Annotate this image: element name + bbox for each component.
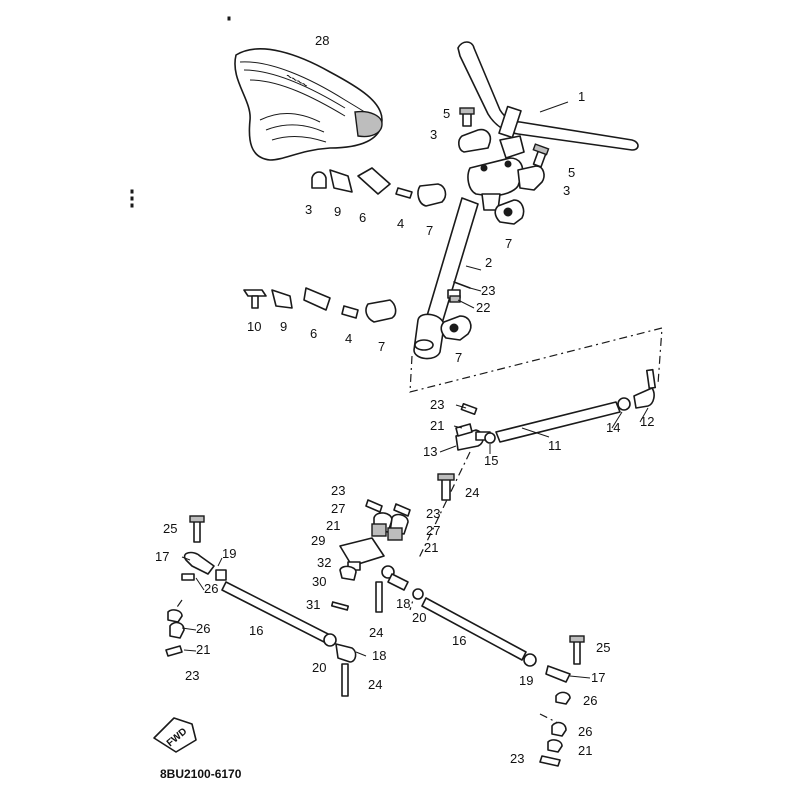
callout-26: 26	[204, 581, 218, 596]
callout-21: 21	[424, 540, 438, 555]
margin-marks	[130, 16, 231, 208]
fwd-arrow: FWD	[153, 717, 197, 753]
callout-24: 24	[369, 625, 383, 640]
callout-16: 16	[249, 623, 263, 638]
callout-18: 18	[372, 648, 386, 663]
callout-10: 10	[247, 319, 261, 334]
callout-17: 17	[155, 549, 169, 564]
callout-21: 21	[326, 518, 340, 533]
callout-23: 23	[331, 483, 345, 498]
callout-14: 14	[606, 420, 620, 435]
callout-31: 31	[306, 597, 320, 612]
column-nut-and-pin	[447, 281, 471, 303]
handlebar-pad: ~~~~	[234, 48, 383, 161]
callout-23: 23	[481, 283, 495, 298]
callout-5: 5	[568, 165, 575, 180]
column-bracket	[467, 157, 524, 211]
callout-23: 23	[426, 506, 440, 521]
callout-9: 9	[280, 319, 287, 334]
callout-26: 26	[583, 693, 597, 708]
callout-23: 23	[185, 668, 199, 683]
callout-25: 25	[596, 640, 610, 655]
right-holder	[517, 143, 550, 191]
callout-23: 23	[510, 751, 524, 766]
callout-9: 9	[334, 204, 341, 219]
callout-13: 13	[423, 444, 437, 459]
callout-7: 7	[455, 350, 462, 365]
callout-22: 22	[476, 300, 490, 315]
callout-6: 6	[359, 210, 366, 225]
callout-25: 25	[163, 521, 177, 536]
diagram-code: 8BU2100-6170	[160, 767, 242, 781]
callout-30: 30	[312, 574, 326, 589]
tie-rod-left	[165, 515, 357, 697]
pitman-group	[330, 473, 455, 613]
callout-7: 7	[378, 339, 385, 354]
tie-rod-right	[412, 588, 585, 767]
callout-12: 12	[640, 414, 654, 429]
callout-29: 29	[311, 533, 325, 548]
callout-7: 7	[426, 223, 433, 238]
column-clamp-upper	[494, 199, 525, 225]
callout-20: 20	[312, 660, 326, 675]
callout-19: 19	[519, 673, 533, 688]
handlebar	[457, 41, 639, 151]
callout-24: 24	[368, 677, 382, 692]
callout-3: 3	[305, 202, 312, 217]
callout-32: 32	[317, 555, 331, 570]
guide-lines	[167, 327, 663, 725]
callout-17: 17	[591, 670, 605, 685]
clamp-group-lower	[243, 287, 397, 323]
callout-27: 27	[331, 501, 345, 516]
callout-21: 21	[196, 642, 210, 657]
callout-18: 18	[396, 596, 410, 611]
callout-21: 21	[430, 418, 444, 433]
callout-23: 23	[430, 397, 444, 412]
callout-26: 26	[196, 621, 210, 636]
clamp-group-upper	[311, 167, 447, 207]
callout-16: 16	[452, 633, 466, 648]
callout-6: 6	[310, 326, 317, 341]
leader-lines	[181, 101, 649, 679]
callout-28: 28	[315, 33, 329, 48]
callout-11: 11	[548, 438, 562, 453]
callout-26: 26	[578, 724, 592, 739]
callout-4: 4	[345, 331, 352, 346]
steering-column	[413, 197, 479, 360]
column-clamp-lower	[440, 315, 472, 341]
callout-19: 19	[222, 546, 236, 561]
callout-24: 24	[465, 485, 479, 500]
upper-holder-left	[458, 107, 492, 153]
callout-15: 15	[484, 453, 498, 468]
callout-20: 20	[412, 610, 426, 625]
callout-3: 3	[563, 183, 570, 198]
upper-holder-clamp	[499, 135, 525, 159]
callout-4: 4	[397, 216, 404, 231]
callout-5: 5	[443, 106, 450, 121]
callout-7: 7	[505, 236, 512, 251]
callout-21: 21	[578, 743, 592, 758]
callout-labels: 28 1 5 3 5 3 3 9 6 4 7 7 2 23 22 10 9 6 …	[155, 33, 654, 766]
callout-2: 2	[485, 255, 492, 270]
tie-rod-upper	[455, 368, 657, 451]
callout-3: 3	[430, 127, 437, 142]
callout-27: 27	[426, 523, 440, 538]
callout-1: 1	[578, 89, 585, 104]
